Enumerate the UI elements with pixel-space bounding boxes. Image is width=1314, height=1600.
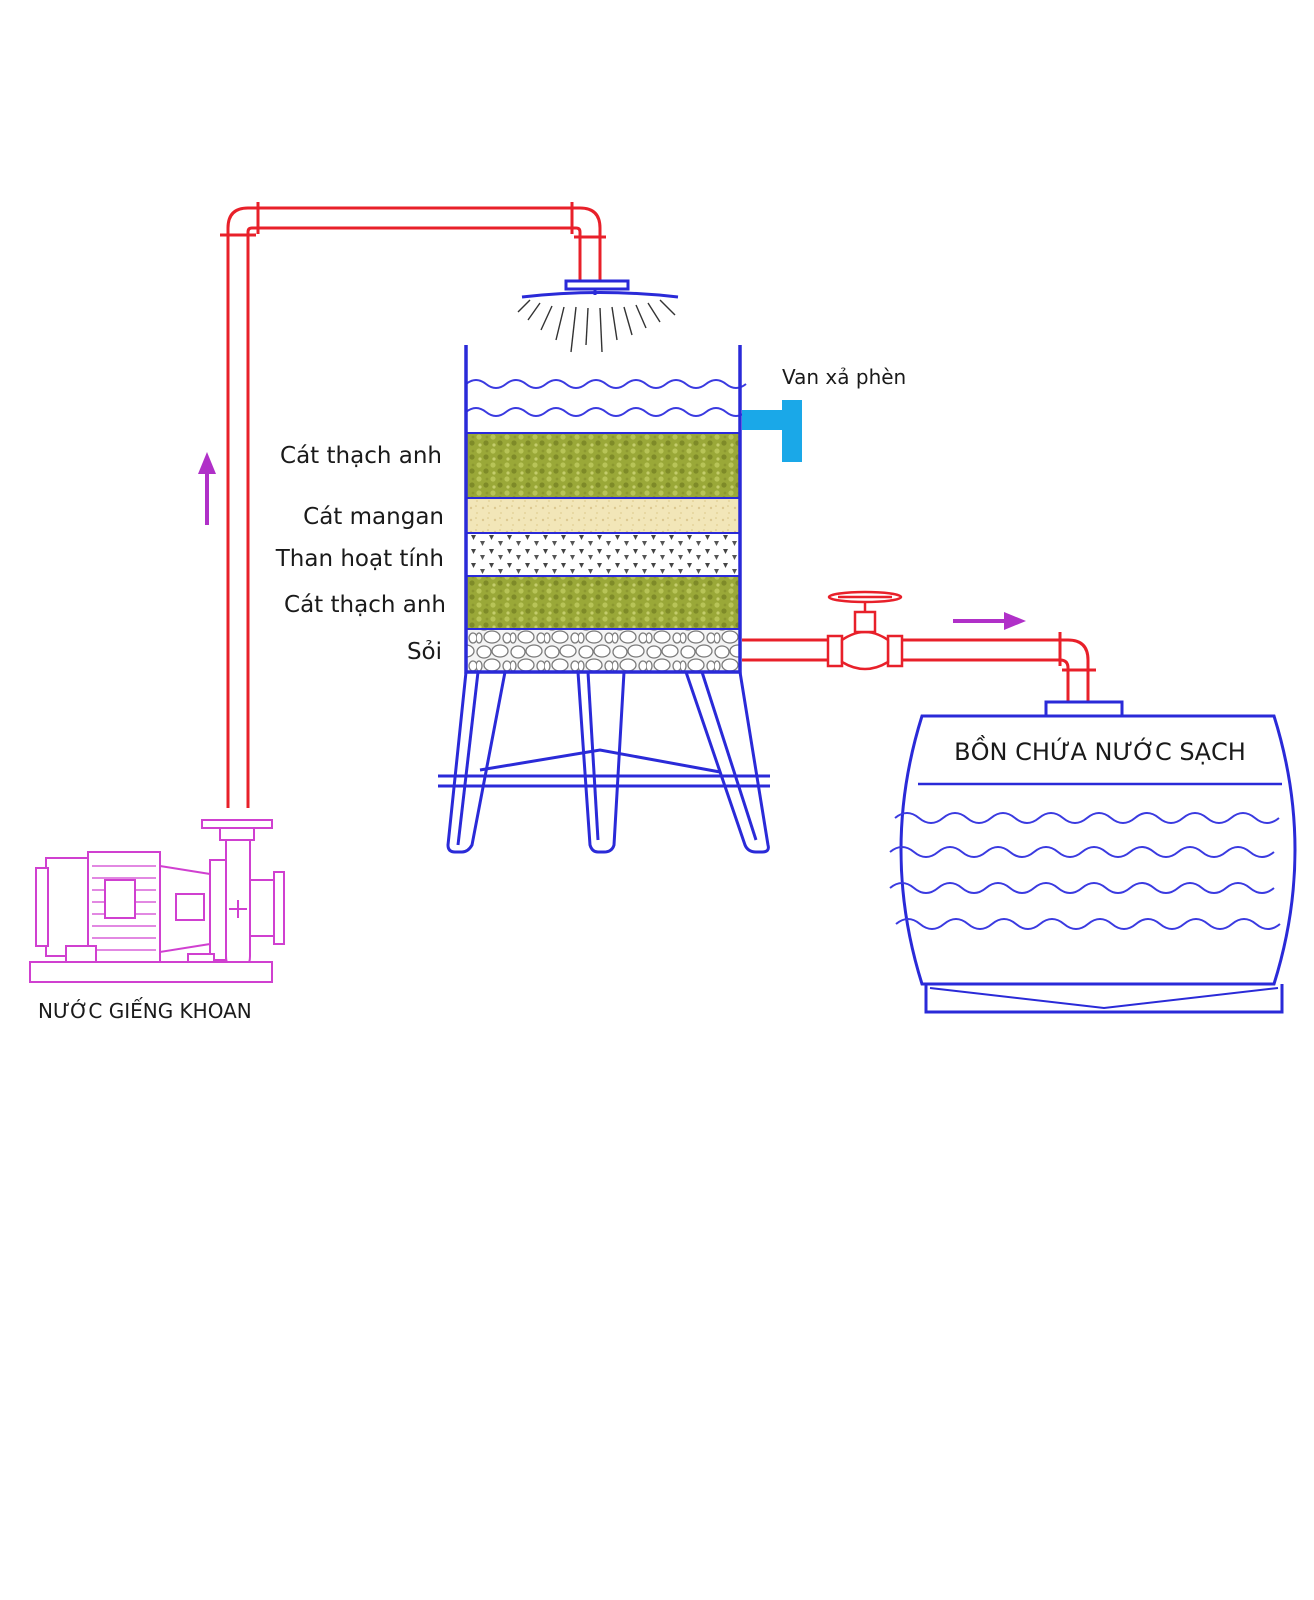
gate-valve-icon — [826, 590, 904, 671]
layer-carbon — [466, 533, 740, 575]
label-manganese: Cát mangan — [303, 504, 444, 530]
layer-quartz-top — [466, 433, 740, 497]
tank-water — [465, 379, 747, 417]
label-drain-valve: Van xả phèn — [782, 365, 906, 389]
arrow-up-icon — [198, 452, 216, 525]
label-storage-tank: BỒN CHỨA NƯỚC SẠCH — [954, 734, 1246, 766]
arrow-right-icon — [953, 612, 1026, 630]
label-quartz-bottom: Cát thạch anh — [284, 592, 446, 618]
label-quartz-top: Cát thạch anh — [280, 443, 442, 469]
storage-tank — [889, 700, 1297, 1014]
inlet-pipe — [220, 202, 606, 808]
label-well-water: NƯỚC GIẾNG KHOAN — [38, 998, 252, 1023]
tank-stand — [438, 671, 770, 854]
layer-quartz-bottom — [466, 576, 740, 628]
spray-head-icon — [517, 279, 679, 353]
label-gravel: Sỏi — [407, 639, 442, 665]
layer-gravel — [466, 629, 740, 671]
drain-valve-icon — [742, 400, 802, 462]
filter-tank — [464, 345, 747, 674]
label-activated-carbon: Than hoạt tính — [275, 546, 444, 572]
pump-icon — [29, 819, 285, 983]
outlet-pipe — [742, 632, 1096, 702]
layer-manganese — [466, 498, 740, 532]
